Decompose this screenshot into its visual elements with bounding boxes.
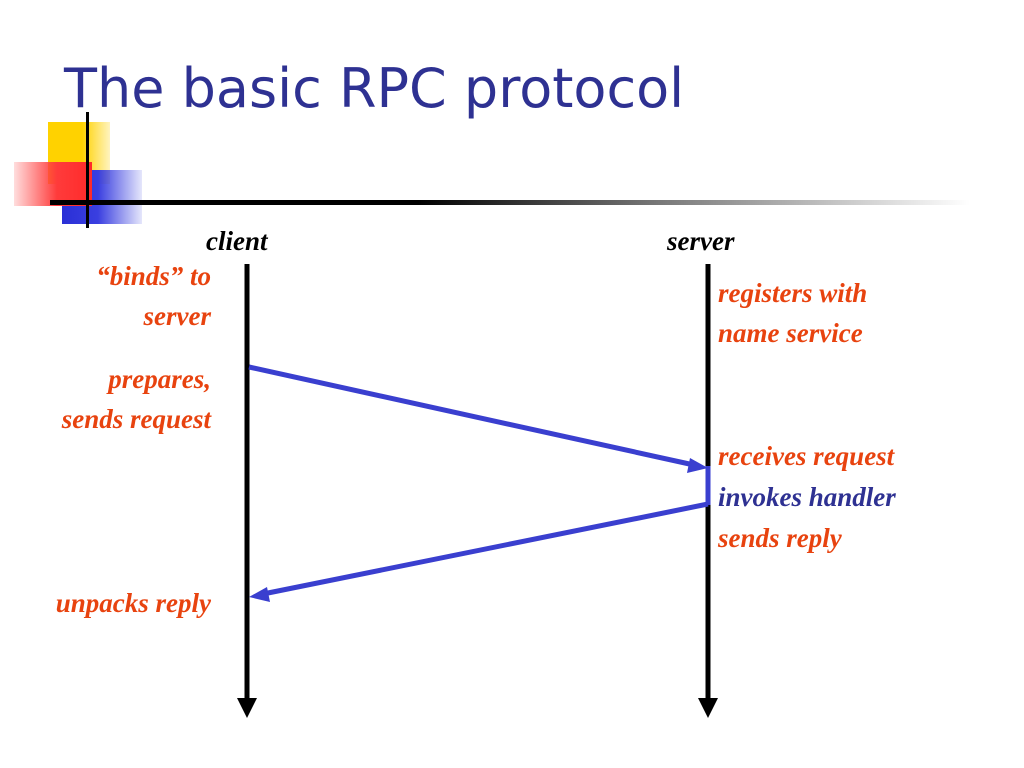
- client-label: client: [206, 226, 268, 256]
- server-timeline-arrowhead: [698, 698, 718, 718]
- client-note-prepares: prepares, sends request: [62, 359, 211, 439]
- client-timeline-arrowhead: [237, 698, 257, 718]
- decorative-vertical-rule: [86, 112, 89, 228]
- client-note-prepares-line1: prepares,: [108, 364, 211, 394]
- client-note-binds: “binds” to server: [96, 256, 211, 336]
- slide-title: The basic RPC protocol: [64, 57, 685, 120]
- server-label: server: [667, 226, 735, 256]
- client-note-prepares-line2: sends request: [61, 404, 211, 434]
- request-arrow: [248, 364, 695, 468]
- client-note-binds-line1: “binds” to: [96, 261, 211, 291]
- decorative-red-square: [14, 162, 92, 206]
- title-underline-rule: [50, 200, 970, 205]
- request-arrowhead: [687, 458, 708, 473]
- reply-arrowhead: [249, 587, 270, 602]
- server-note-sends: sends reply: [718, 523, 842, 553]
- server-note-invokes: invokes handler: [718, 482, 896, 512]
- server-note-receives: receives request: [718, 441, 895, 471]
- server-note-registers: registers with name service: [718, 273, 867, 353]
- server-note-registers-line1: registers with: [718, 278, 868, 308]
- server-note-registers-line2: name service: [718, 318, 863, 348]
- client-note-binds-line2: server: [143, 301, 211, 331]
- reply-arrow: [262, 501, 709, 597]
- client-note-unpacks: unpacks reply: [55, 588, 211, 618]
